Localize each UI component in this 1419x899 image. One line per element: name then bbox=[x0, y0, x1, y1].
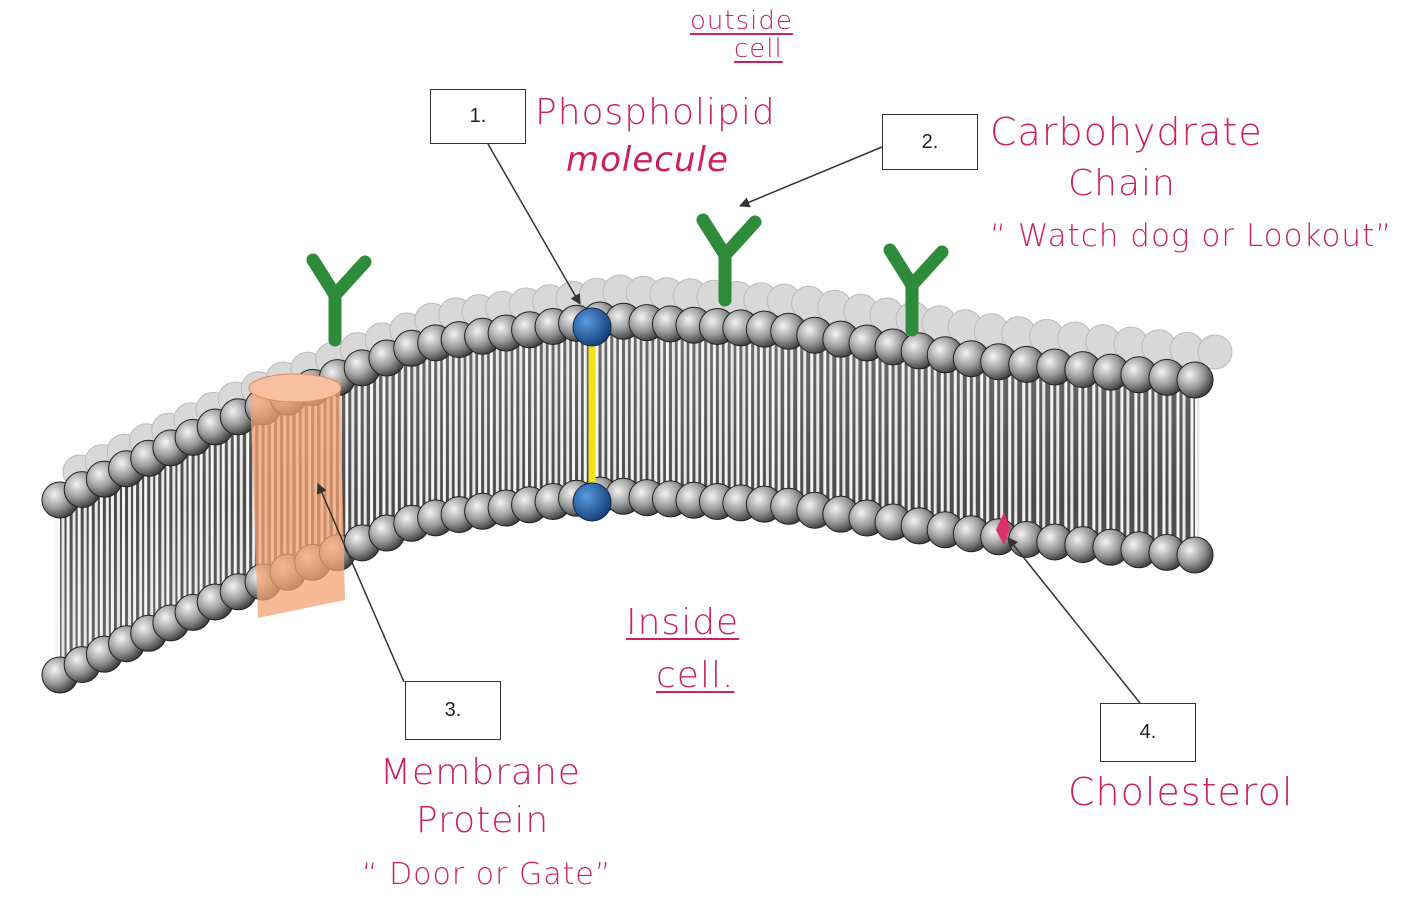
label-box-2[interactable]: 2. bbox=[882, 114, 978, 170]
protein-note: “ Door or Gate” bbox=[362, 857, 611, 892]
carbohydrate-label: Carbohydrate bbox=[990, 110, 1263, 154]
inside-cell-label-line2: cell. bbox=[656, 655, 734, 696]
phospholipid-label: Phospholipid bbox=[535, 92, 776, 133]
highlighted-head bbox=[573, 308, 611, 346]
highlighted-head bbox=[573, 483, 611, 521]
label-box-3[interactable]: 3. bbox=[405, 681, 501, 740]
carbohydrate-chain bbox=[313, 260, 365, 340]
cholesterol-label: Cholesterol bbox=[1068, 770, 1293, 814]
outside-cell-label-line2: cell bbox=[734, 34, 783, 64]
outside-cell-label-line1: outside bbox=[690, 6, 793, 36]
arrow-2 bbox=[740, 147, 882, 206]
label-box-1[interactable]: 1. bbox=[430, 89, 526, 144]
label-box-4[interactable]: 4. bbox=[1100, 703, 1196, 762]
membrane-protein bbox=[250, 380, 345, 618]
lipid-head bbox=[1177, 537, 1213, 573]
protein-top bbox=[249, 374, 341, 402]
inside-cell-label-line1: Inside bbox=[626, 602, 739, 643]
lipid-head bbox=[1177, 362, 1213, 398]
molecule-label: molecule bbox=[566, 140, 729, 180]
protein-label: Protein bbox=[416, 800, 549, 841]
carbohydrate-note: “ Watch dog or Lookout” bbox=[990, 218, 1392, 254]
membrane-label: Membrane bbox=[380, 752, 581, 793]
chain-label: Chain bbox=[1068, 163, 1176, 204]
